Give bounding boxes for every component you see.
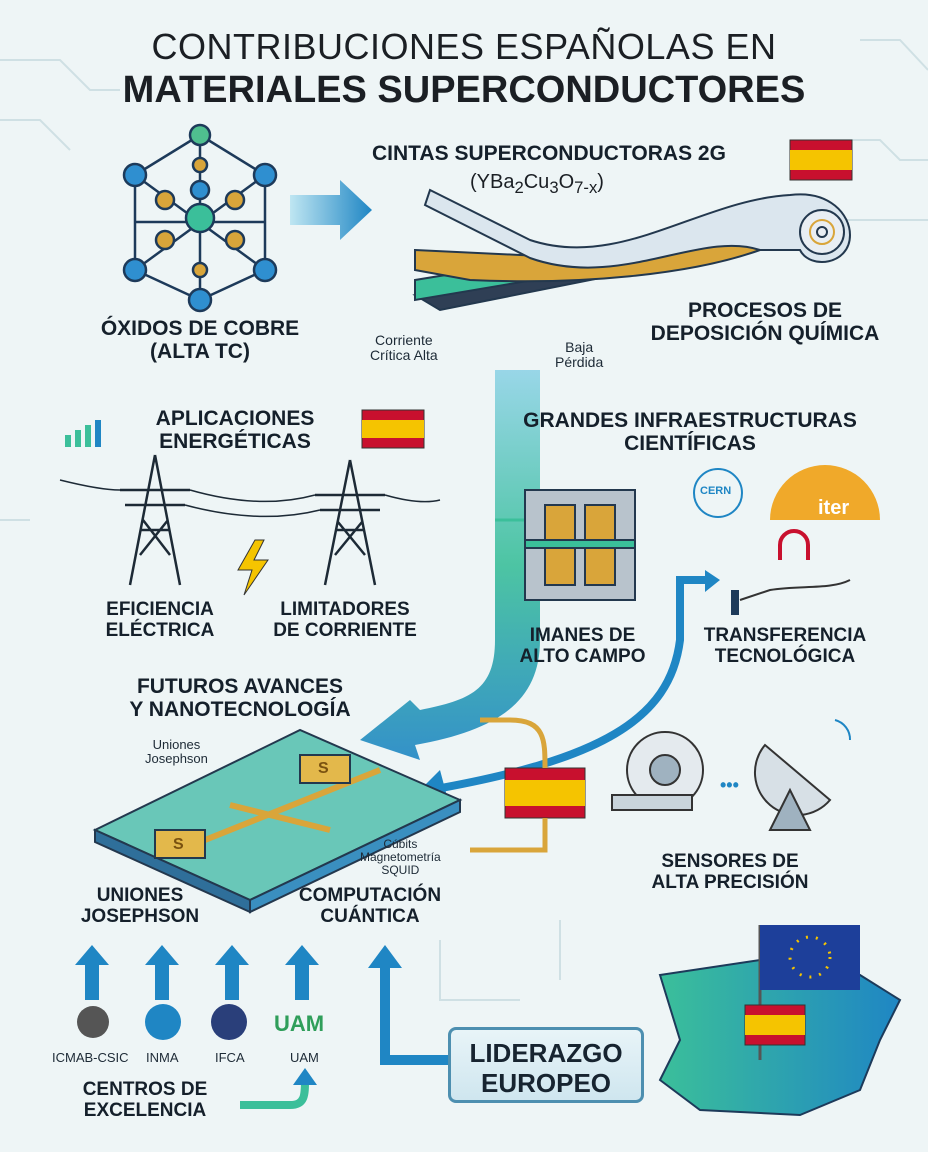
tapes-formula: (YBa2Cu3O7-x) <box>470 171 604 197</box>
institution-logos <box>77 1004 247 1040</box>
superconducting-tape-icon <box>412 188 852 312</box>
power-tower-icon <box>59 454 441 586</box>
mri-scanner-icon <box>611 731 704 811</box>
main-flow-arrow <box>360 370 540 760</box>
spain-flag-tapes <box>789 139 853 181</box>
bar-chart-icon <box>65 420 101 447</box>
iter-logo <box>770 465 880 520</box>
hand-magnet-icon <box>731 529 851 615</box>
quantum-chip-icon <box>92 728 463 914</box>
leadership-arrow <box>380 965 448 1065</box>
oxides-label: ÓXIDOS DE COBRE(ALTA TC) <box>100 317 300 363</box>
spain-flag-map <box>744 1004 806 1046</box>
title-line-2: MATERIALES SUPERCONDUCTORES <box>122 69 806 111</box>
title-line-1: CONTRIBUCIONES ESPAÑOLAS EN <box>151 26 777 67</box>
cern-logo-text: CERN <box>700 485 732 497</box>
uam-logo: UAM <box>274 1011 325 1036</box>
eu-flag <box>758 925 860 1060</box>
center-uam: UAM <box>290 1050 319 1065</box>
satellite-dish-icon <box>753 719 852 831</box>
center-ifca: IFCA <box>215 1050 245 1065</box>
sensors-dots: ••• <box>720 775 739 795</box>
tapes-title: CINTAS SUPERCONDUCTORAS 2G <box>372 142 726 165</box>
arrow-to-tapes <box>290 180 372 240</box>
iter-logo-text: iter <box>818 497 850 519</box>
spain-flag-sensors <box>504 767 586 819</box>
superconductor-pad: S <box>318 760 329 777</box>
center-icmab: ICMAB-CSIC <box>52 1050 129 1065</box>
up-arrows-icon <box>75 945 319 1000</box>
copper-oxide-lattice-icon <box>122 123 278 313</box>
center-inma: INMA <box>146 1050 179 1065</box>
high-field-magnet-icon <box>524 489 636 601</box>
spain-flag-energy <box>361 409 425 449</box>
transfer-arrow <box>429 576 710 794</box>
cern-logo <box>693 468 743 518</box>
superconductor-pad: S <box>173 836 184 853</box>
lightning-icon <box>237 539 269 596</box>
